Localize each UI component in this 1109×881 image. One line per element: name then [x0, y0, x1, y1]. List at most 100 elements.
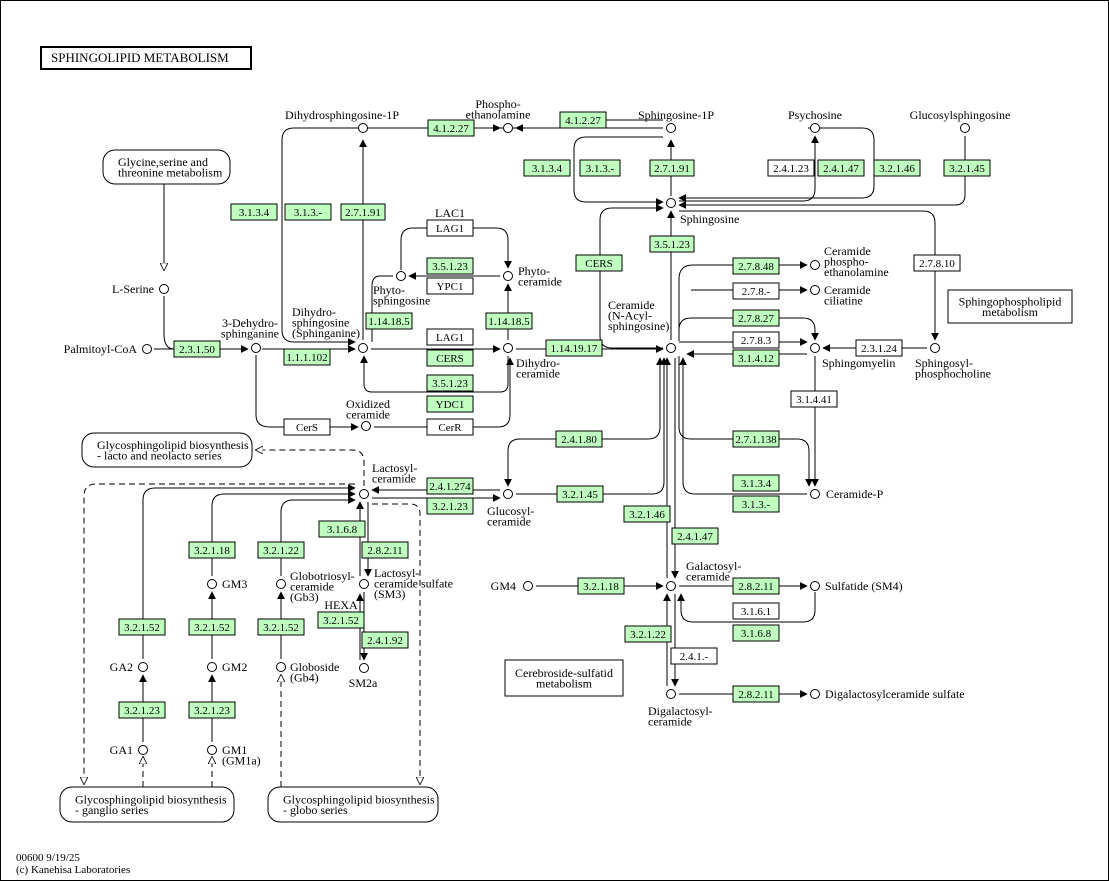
compound-sm2a[interactable]: SM2a	[349, 663, 378, 691]
compound-sph[interactable]: Sphingosine	[666, 198, 740, 227]
enzyme-box[interactable]: 3.1.3.4	[230, 203, 278, 221]
enzyme-box[interactable]: 3.5.1.23	[426, 374, 474, 392]
enzyme-box[interactable]: 1.1.1.102	[283, 348, 331, 366]
compound-node[interactable]	[142, 344, 152, 354]
enzyme-box[interactable]: 3.1.3.-	[579, 159, 621, 177]
enzyme-box[interactable]: 3.2.1.52	[118, 618, 166, 636]
compound-node[interactable]	[960, 123, 970, 133]
compound-node[interactable]	[810, 123, 820, 133]
enzyme-box[interactable]: 3.1.3.4	[732, 474, 780, 492]
compound-node[interactable]	[159, 284, 169, 294]
enzyme-box[interactable]: 3.2.1.52	[257, 618, 305, 636]
enzyme-box[interactable]: 3.2.1.18	[188, 541, 236, 559]
enzyme-box[interactable]: 2.7.8.3	[732, 331, 780, 349]
compound-s1p[interactable]: Sphingosine-1P	[638, 108, 714, 133]
enzyme-box[interactable]: CERS	[426, 349, 474, 367]
compound-pea[interactable]: Phospho-ethanolamine	[466, 97, 531, 133]
compound-node[interactable]	[207, 662, 217, 672]
compound-dhsp[interactable]: Dihydro-sphingosine(Sphinganine)	[292, 305, 368, 353]
compound-glc[interactable]: Glucosyl-ceramide	[487, 489, 534, 529]
enzyme-box[interactable]: 3.1.4.12	[732, 349, 780, 367]
compound-psy[interactable]: Psychosine	[788, 108, 842, 133]
map-link[interactable]: Glycosphingolipid biosynthesis- ganglio …	[59, 786, 235, 823]
compound-node[interactable]	[503, 489, 513, 499]
enzyme-box[interactable]: 2.8.2.11	[732, 577, 780, 595]
enzyme-box[interactable]: 1.14.19.17	[545, 339, 603, 357]
enzyme-box[interactable]: 3.1.3.4	[523, 159, 571, 177]
enzyme-box[interactable]: YDC1	[426, 395, 474, 413]
enzyme-box[interactable]: 3.1.3.-	[284, 203, 332, 221]
compound-lser[interactable]: L-Serine	[112, 282, 169, 296]
enzyme-box[interactable]: 3.5.1.23	[649, 235, 695, 253]
compound-pcoa[interactable]: Palmitoyl-CoA	[64, 342, 152, 356]
enzyme-box[interactable]: 2.4.1.47	[671, 527, 719, 545]
compound-c1p[interactable]: Ceramide-P	[810, 487, 884, 501]
compound-node[interactable]	[810, 489, 820, 499]
enzyme-box[interactable]: 3.1.6.8	[732, 624, 780, 642]
compound-dgals[interactable]: Digalactosylceramide sulfate	[810, 687, 965, 701]
enzyme-box[interactable]: CerS	[283, 418, 331, 436]
enzyme-box[interactable]: 2.7.8.-	[732, 282, 780, 300]
enzyme-box[interactable]: 3.1.6.8	[318, 520, 366, 538]
compound-node[interactable]	[503, 343, 513, 353]
compound-node[interactable]	[666, 343, 676, 353]
enzyme-box[interactable]: 2.7.1.91	[340, 203, 386, 221]
enzyme-box[interactable]: 2.7.8.10	[913, 254, 961, 272]
enzyme-box[interactable]: CerR	[426, 418, 474, 436]
compound-dhs1p[interactable]: Dihydrosphingosine-1P	[285, 108, 399, 133]
compound-node[interactable]	[138, 662, 148, 672]
compound-node[interactable]	[276, 662, 286, 672]
compound-node[interactable]	[359, 663, 369, 673]
enzyme-box[interactable]: YPC1	[426, 277, 474, 295]
enzyme-box[interactable]: CERS	[575, 254, 623, 272]
compound-node[interactable]	[361, 421, 371, 431]
compound-gb4[interactable]: Globoside(Gb4)	[276, 660, 340, 685]
enzyme-box[interactable]: 3.1.4.41	[790, 390, 838, 408]
enzyme-box[interactable]: 3.5.1.23	[426, 257, 474, 275]
enzyme-box[interactable]: 2.4.1.274	[426, 477, 474, 495]
compound-gm2[interactable]: GM2	[207, 660, 248, 674]
compound-physph[interactable]: Phyto-sphingosine	[373, 271, 430, 308]
compound-node[interactable]	[930, 343, 940, 353]
enzyme-box[interactable]: 2.3.1.24	[855, 339, 903, 357]
compound-gb3[interactable]: Globotriosyl-ceramide(Gb3)	[276, 569, 355, 604]
enzyme-box[interactable]: 2.3.1.50	[173, 340, 221, 358]
compound-gal[interactable]: Galactosyl-ceramide	[666, 559, 742, 591]
compound-node[interactable]	[523, 581, 533, 591]
enzyme-box[interactable]: 2.8.2.11	[361, 541, 409, 559]
enzyme-box[interactable]: 3.2.1.18	[577, 577, 625, 595]
compound-node[interactable]	[207, 745, 217, 755]
compound-node[interactable]	[276, 579, 286, 589]
compound-node[interactable]	[810, 581, 820, 591]
enzyme-box[interactable]: 3.2.1.23	[188, 701, 236, 719]
enzyme-box[interactable]: 3.2.1.23	[118, 701, 166, 719]
enzyme-box[interactable]: 2.4.1.23	[767, 159, 815, 177]
compound-dgal[interactable]: Digalactosyl-ceramide	[648, 689, 713, 729]
compound-node[interactable]	[358, 343, 368, 353]
enzyme-box[interactable]: 3.2.1.46	[623, 505, 671, 523]
compound-node[interactable]	[666, 689, 676, 699]
compound-node[interactable]	[138, 745, 148, 755]
compound-node[interactable]	[810, 689, 820, 699]
enzyme-box[interactable]: 2.7.1.138	[732, 430, 780, 448]
compound-node[interactable]	[251, 343, 261, 353]
enzyme-box[interactable]: 3.2.1.52	[188, 618, 236, 636]
enzyme-box[interactable]: 3.2.1.45	[943, 159, 991, 177]
compound-gm4[interactable]: GM4	[491, 579, 533, 593]
compound-spc[interactable]: Sphingosyl-phosphocholine	[915, 343, 991, 381]
compound-lac[interactable]: Lactosyl-ceramide	[359, 461, 418, 499]
enzyme-box[interactable]: 2.4.1.47	[817, 159, 865, 177]
map-link[interactable]: Glycosphingolipid biosynthesis- globo se…	[267, 786, 439, 823]
enzyme-box[interactable]: 2.4.1.80	[555, 430, 603, 448]
compound-dhcer[interactable]: Dihydro-ceramide	[503, 343, 561, 381]
enzyme-box[interactable]: 3.2.1.23	[426, 497, 474, 515]
compound-sm[interactable]: Sphingomyelin	[810, 343, 896, 371]
enzyme-box[interactable]: 1.14.18.5	[485, 312, 533, 330]
compound-gsph[interactable]: Glucosylsphingosine	[910, 108, 1011, 133]
